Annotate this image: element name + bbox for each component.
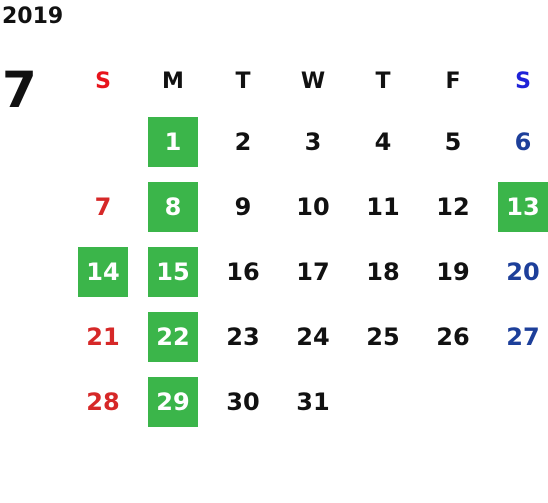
calendar-month: 7 [2, 61, 37, 119]
calendar-cell: 6 [488, 109, 548, 174]
calendar-day[interactable]: 16 [226, 257, 260, 286]
calendar-day[interactable]: 7 [94, 192, 112, 221]
calendar-cell [348, 369, 418, 434]
calendar-day-highlighted[interactable]: 29 [148, 376, 198, 427]
calendar-cell: 5 [418, 109, 488, 174]
calendar-day[interactable]: 5 [444, 127, 462, 156]
calendar-week-row: 1 2 3 4 5 6 [68, 109, 548, 174]
calendar-day[interactable]: 3 [304, 127, 322, 156]
calendar-day[interactable]: 20 [506, 257, 540, 286]
calendar-cell: 25 [348, 304, 418, 369]
calendar-day[interactable]: 31 [296, 387, 330, 416]
calendar-week-row: 7 8 9 10 11 12 13 [68, 174, 548, 239]
calendar-cell: 20 [488, 239, 548, 304]
calendar-cell: 2 [208, 109, 278, 174]
weekday-monday: M [162, 69, 184, 94]
calendar-cell: 28 [68, 369, 138, 434]
weekday-tuesday: T [235, 69, 251, 94]
calendar-cell: 12 [418, 174, 488, 239]
calendar-day[interactable]: 30 [226, 387, 260, 416]
calendar-day[interactable]: 28 [86, 387, 120, 416]
weekday-header-row: S M T W T F S [68, 54, 548, 109]
calendar-cell: 7 [68, 174, 138, 239]
calendar-day[interactable]: 21 [86, 322, 120, 351]
calendar-week-row: 14 15 16 17 18 19 20 [68, 239, 548, 304]
calendar-day-highlighted[interactable]: 15 [148, 246, 198, 297]
calendar-day-highlighted[interactable]: 8 [148, 181, 198, 232]
calendar-day-highlighted[interactable]: 22 [148, 311, 198, 362]
calendar-year: 2019 [2, 4, 64, 29]
calendar-cell: 14 [68, 239, 138, 304]
calendar-cell: 10 [278, 174, 348, 239]
calendar-cell: 24 [278, 304, 348, 369]
calendar-cell: 18 [348, 239, 418, 304]
calendar-day[interactable]: 24 [296, 322, 330, 351]
calendar-week-row: 21 22 23 24 25 26 27 [68, 304, 548, 369]
calendar-cell [68, 109, 138, 174]
calendar-cell: 4 [348, 109, 418, 174]
calendar-day[interactable]: 17 [296, 257, 330, 286]
calendar-day[interactable]: 4 [374, 127, 392, 156]
calendar-cell: 11 [348, 174, 418, 239]
calendar-day[interactable]: 26 [436, 322, 470, 351]
calendar-cell: 9 [208, 174, 278, 239]
calendar-day[interactable]: 9 [234, 192, 252, 221]
calendar-cell: 30 [208, 369, 278, 434]
calendar-day[interactable]: 12 [436, 192, 470, 221]
calendar-cell: 1 [138, 109, 208, 174]
calendar-day-highlighted[interactable]: 13 [498, 181, 548, 232]
calendar-day[interactable]: 10 [296, 192, 330, 221]
calendar-cell: 26 [418, 304, 488, 369]
weekday-saturday: S [515, 69, 531, 94]
weekday-wednesday: W [300, 69, 326, 94]
calendar-day[interactable]: 11 [366, 192, 400, 221]
calendar-cell [418, 369, 488, 434]
calendar-cell: 23 [208, 304, 278, 369]
calendar-cell: 21 [68, 304, 138, 369]
calendar-cell: 29 [138, 369, 208, 434]
calendar-day[interactable]: 23 [226, 322, 260, 351]
calendar-cell: 19 [418, 239, 488, 304]
calendar-cell [488, 369, 548, 434]
weekday-thursday: T [375, 69, 391, 94]
calendar-day-highlighted[interactable]: 14 [78, 246, 128, 297]
weekday-sunday: S [95, 69, 111, 94]
calendar-cell: 15 [138, 239, 208, 304]
calendar-cell: 17 [278, 239, 348, 304]
calendar-cell: 27 [488, 304, 548, 369]
calendar-week-row: 28 29 30 31 [68, 369, 548, 434]
calendar-day[interactable]: 2 [234, 127, 252, 156]
calendar-day[interactable]: 19 [436, 257, 470, 286]
calendar-day[interactable]: 27 [506, 322, 540, 351]
calendar-cell: 8 [138, 174, 208, 239]
calendar-day[interactable]: 25 [366, 322, 400, 351]
calendar-cell: 3 [278, 109, 348, 174]
calendar-day[interactable]: 18 [366, 257, 400, 286]
calendar-day[interactable]: 6 [514, 127, 532, 156]
calendar-cell: 16 [208, 239, 278, 304]
calendar-cell: 22 [138, 304, 208, 369]
calendar-cell: 31 [278, 369, 348, 434]
weekday-friday: F [445, 69, 461, 94]
calendar-day-highlighted[interactable]: 1 [148, 116, 198, 167]
calendar-cell: 13 [488, 174, 548, 239]
